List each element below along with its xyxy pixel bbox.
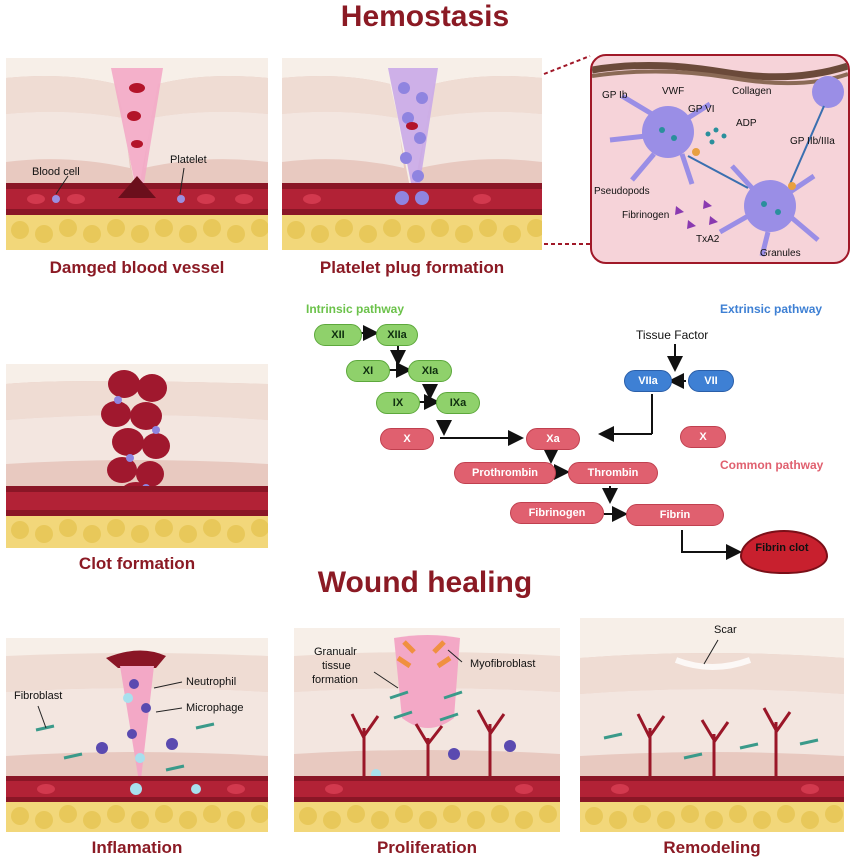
microphage-label: Microphage — [186, 702, 244, 714]
damaged-vessel-panel: Blood cell Platelet — [6, 58, 268, 250]
thrombin-box: Thrombin — [568, 462, 658, 484]
factor-ix: IX — [376, 392, 420, 414]
factor-ixa: IXa — [436, 392, 480, 414]
vwf-label: VWF — [662, 86, 685, 97]
adp-label: ADP — [736, 118, 757, 129]
extrinsic-pathway-title: Extrinsic pathway — [720, 302, 823, 316]
clot-formation-illustration — [6, 370, 268, 548]
clot-formation-panel — [6, 364, 268, 548]
platelet-activation-illustration — [592, 61, 848, 257]
platelet-plug-illustration — [282, 68, 542, 250]
granular-tissue-label-2: tissue — [322, 660, 351, 672]
factor-xia: XIa — [408, 360, 452, 382]
platelet-plug-panel — [282, 58, 542, 250]
common-pathway-title: Common pathway — [720, 458, 824, 472]
fibrinogen-box: Fibrinogen — [510, 502, 604, 524]
collagen-label: Collagen — [732, 86, 772, 97]
granular-tissue-label-1: Granualr — [314, 646, 357, 658]
proliferation-panel: Granualr tissue formation Myofibroblast — [294, 628, 560, 832]
remodeling-panel: Scar — [580, 618, 844, 832]
factor-vii: VII — [688, 370, 734, 392]
factor-viia: VIIa — [624, 370, 672, 392]
granules-label: Granules — [760, 248, 801, 259]
proliferation-illustration — [294, 635, 560, 832]
prothrombin-box: Prothrombin — [454, 462, 556, 484]
damaged-vessel-illustration — [6, 68, 268, 250]
fibrin-clot-shape — [740, 530, 828, 574]
neutrophil-label: Neutrophil — [186, 676, 237, 688]
intrinsic-pathway-title: Intrinsic pathway — [306, 302, 405, 316]
fibrinogen-inset-label: Fibrinogen — [622, 210, 670, 221]
platelet-plug-caption: Platelet plug formation — [319, 258, 505, 277]
factor-xiia: XIIa — [376, 324, 418, 346]
scar-label: Scar — [714, 624, 737, 636]
fibrin-clot-label: Fibrin clot — [755, 542, 809, 554]
inflammation-caption: Inflamation — [91, 838, 183, 857]
tissue-factor-label: Tissue Factor — [636, 328, 709, 342]
fibrin-box: Fibrin — [626, 504, 724, 526]
granular-tissue-label-3: formation — [312, 674, 358, 686]
gp-ib-label: GP Ib — [602, 90, 628, 101]
fibroblast-label: Fibroblast — [14, 690, 63, 702]
damaged-vessel-caption: Damged blood vessel — [49, 258, 225, 277]
factor-x-left: X — [380, 428, 434, 450]
inflammation-panel: Fibroblast Neutrophil Microphage — [6, 638, 268, 832]
hemostasis-title: Hemostasis — [340, 0, 510, 33]
pseudopods-label: Pseudopods — [594, 186, 650, 197]
blood-cell-label: Blood cell — [32, 166, 80, 178]
proliferation-caption: Proliferation — [376, 838, 478, 857]
factor-xii: XII — [314, 324, 362, 346]
platelet-activation-inset: VWF GP Ib Collagen GP VI ADP GP IIb/IIIa… — [590, 54, 850, 264]
wound-healing-title: Wound healing — [317, 566, 533, 599]
txa2-label: TxA2 — [696, 234, 720, 245]
remodeling-illustration — [580, 639, 844, 832]
factor-xa: Xa — [526, 428, 580, 450]
inflammation-illustration — [6, 650, 268, 832]
gp-vi-label: GP VI — [688, 104, 715, 115]
platelet-label: Platelet — [170, 154, 207, 166]
factor-x-right: X — [680, 426, 726, 448]
remodeling-caption: Remodeling — [663, 838, 761, 857]
factor-xi: XI — [346, 360, 390, 382]
clot-formation-caption: Clot formation — [78, 554, 196, 573]
gp-iib-iiia-label: GP IIb/IIIa — [790, 136, 835, 147]
myofibroblast-label: Myofibroblast — [470, 658, 536, 670]
